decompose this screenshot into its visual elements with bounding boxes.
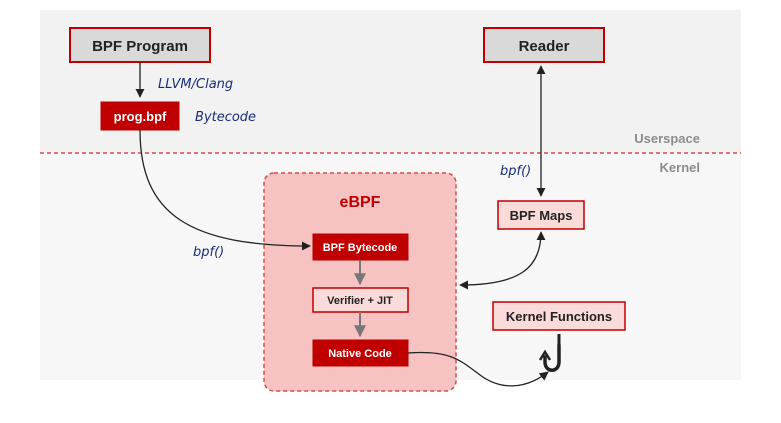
bpf-maps-label: BPF Maps bbox=[510, 208, 573, 223]
kernel-functions-label: Kernel Functions bbox=[506, 309, 612, 324]
kernel-functions-box bbox=[492, 301, 626, 331]
native-code-label: Native Code bbox=[328, 348, 392, 360]
prog-bpf-label: prog.bpf bbox=[114, 109, 167, 124]
reader-label: Reader bbox=[519, 38, 570, 55]
bpf-bytecode-box bbox=[312, 233, 409, 261]
bytecode-label: Bytecode bbox=[195, 110, 256, 125]
load-arrow bbox=[139, 129, 311, 251]
prog-bpf-box bbox=[100, 101, 180, 131]
bpf-syscall-maps-label: bpf() bbox=[500, 164, 531, 179]
kernel-label: Kernel bbox=[660, 160, 700, 175]
ebpf-maps-arrow bbox=[459, 231, 546, 290]
bpf-program-label: BPF Program bbox=[92, 38, 188, 55]
userspace-label: Userspace bbox=[634, 131, 700, 146]
bpf-program-box bbox=[69, 27, 211, 63]
native-code-box bbox=[312, 339, 409, 367]
bpf-bytecode-label: BPF Bytecode bbox=[323, 242, 398, 254]
reader-box bbox=[483, 27, 605, 63]
bpf-syscall-load-label: bpf() bbox=[193, 245, 224, 260]
bpf-maps-box bbox=[497, 200, 585, 230]
verifier-jit-box bbox=[312, 287, 409, 313]
verifier-jit-label: Verifier + JIT bbox=[327, 295, 393, 307]
hook-icon bbox=[538, 334, 561, 372]
ebpf-title: eBPF bbox=[340, 194, 381, 211]
attach-hook-arrow bbox=[407, 351, 549, 387]
llvm-clang-label: LLVM/Clang bbox=[158, 77, 233, 92]
